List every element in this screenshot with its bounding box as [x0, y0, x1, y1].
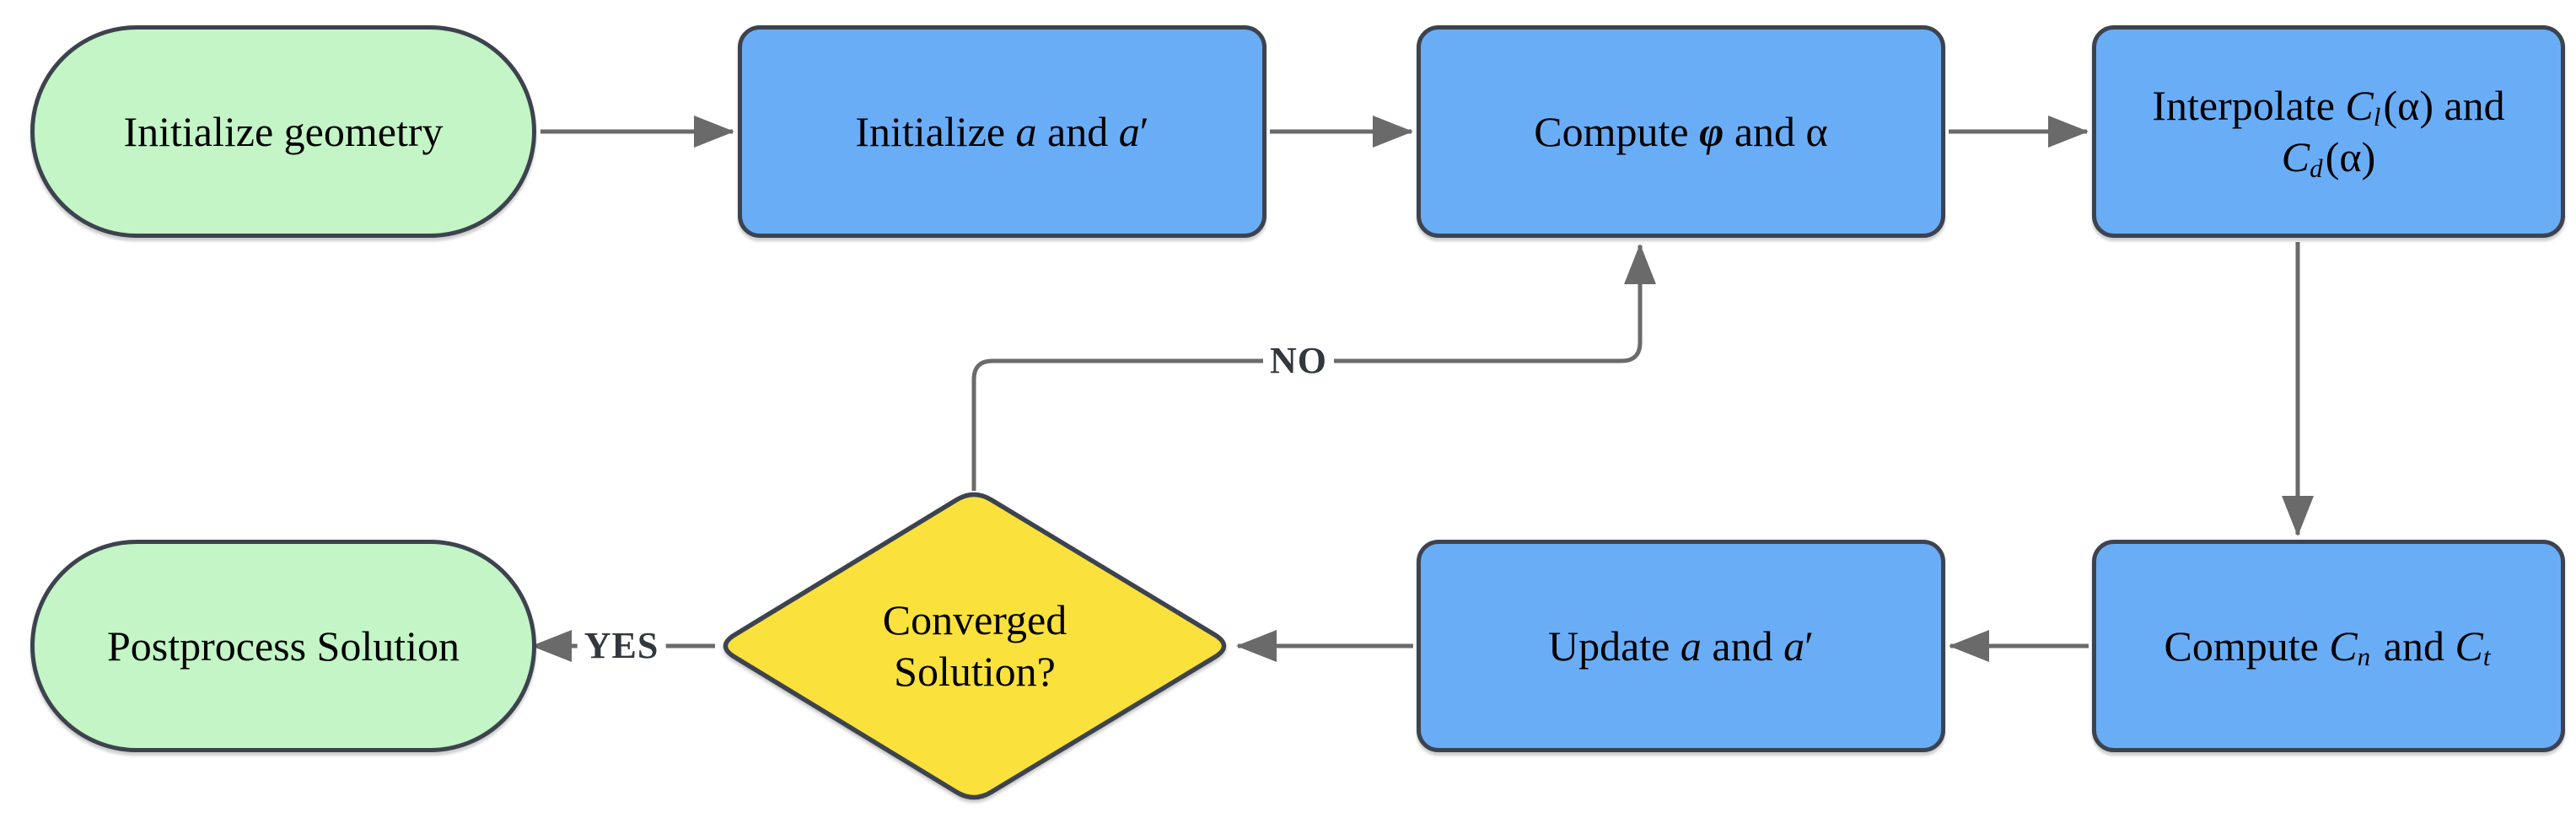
- node-postprocess-solution: Postprocess Solution: [30, 540, 536, 752]
- node-compute-cn-and-ct: Compute Cn and Ct: [2092, 540, 2565, 752]
- node-update-a-and-a-prime: Update a and a′: [1417, 540, 1945, 752]
- node-initialize-geometry: Initialize geometry: [30, 25, 536, 238]
- node-converged-diamond-shape: [723, 492, 1227, 800]
- edge-label-no: NO: [1263, 341, 1334, 381]
- edge-label-yes: YES: [577, 626, 666, 666]
- node-initialize-a-and-a-prime: Initialize a and a′: [738, 25, 1266, 238]
- node-compute-phi-and-alpha: Compute φ and α: [1417, 25, 1945, 238]
